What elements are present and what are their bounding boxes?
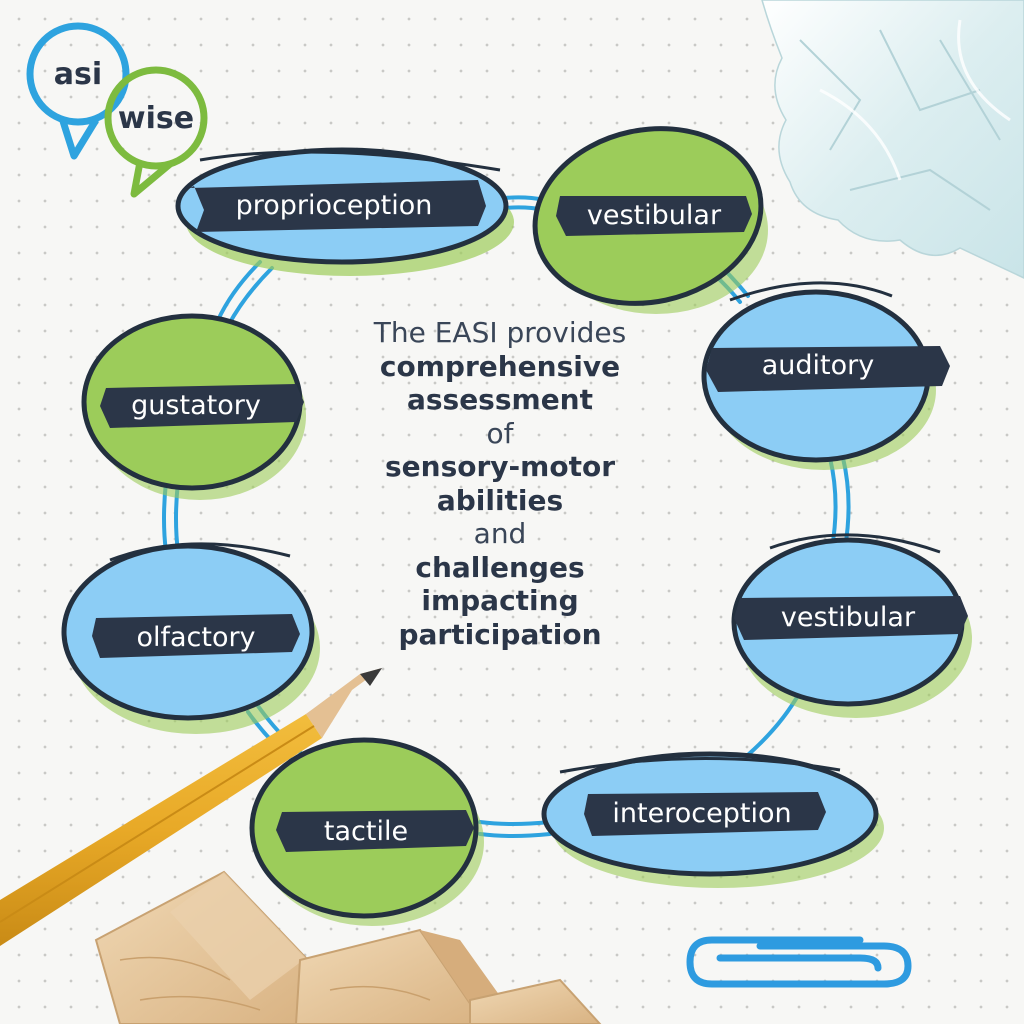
node-tactile: tactile [249, 737, 484, 926]
node-gustatory: gustatory [81, 313, 306, 500]
center-line-8: challenges [415, 550, 585, 584]
node-label-auditory: auditory [762, 350, 875, 381]
node-interoception: interoception [541, 751, 884, 888]
center-line-9: impacting [421, 584, 579, 617]
paperclip-icon [686, 936, 912, 988]
center-line-3: assessment [406, 383, 594, 416]
node-proprioception: proprioception [175, 147, 514, 276]
center-line-6: abilities [436, 483, 564, 517]
asi-wise-logo: asi wise [26, 22, 208, 198]
node-label-gustatory: gustatory [131, 390, 261, 421]
node-label-olfactory: olfactory [136, 622, 255, 653]
crumpled-paper-icon [761, 0, 1024, 279]
node-olfactory: olfactory [61, 542, 320, 734]
center-line-2: comprehensive [379, 349, 621, 383]
logo-word-asi: asi [54, 57, 102, 92]
center-line-7: and [473, 517, 527, 550]
logo-word-wise: wise [118, 101, 194, 136]
node-label-interoception: interoception [612, 798, 791, 829]
node-vestibular-top: vestibular [532, 126, 768, 314]
center-line-5: sensory-motor [384, 450, 615, 483]
center-line-10: participation [398, 617, 602, 651]
center-description: The EASI provides comprehensive assessme… [330, 316, 670, 651]
node-vestibular-right: vestibular [731, 533, 972, 718]
center-line-4: of [486, 416, 514, 450]
node-label-vestibular-top: vestibular [587, 200, 722, 231]
node-label-proprioception: proprioception [236, 190, 433, 221]
center-line-1: The EASI provides [373, 316, 627, 349]
wooden-blocks-icon [94, 870, 602, 1024]
node-label-vestibular-right: vestibular [781, 602, 916, 633]
node-label-tactile: tactile [324, 816, 408, 847]
pencil-icon [0, 668, 382, 946]
node-auditory: auditory [701, 281, 950, 470]
